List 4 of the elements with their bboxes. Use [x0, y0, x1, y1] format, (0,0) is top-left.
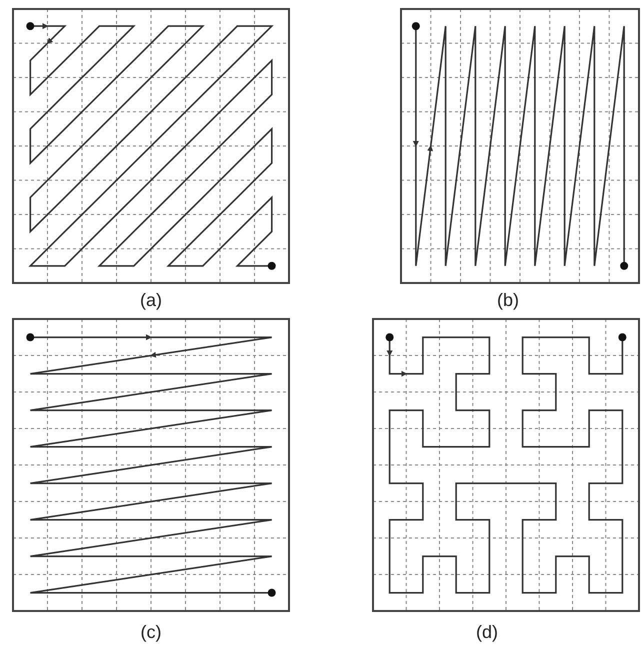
panel-caption: (c): [140, 622, 162, 643]
panel-caption: (a): [140, 290, 162, 311]
panel-caption: (d): [476, 622, 498, 643]
panel-caption: (b): [497, 290, 519, 311]
